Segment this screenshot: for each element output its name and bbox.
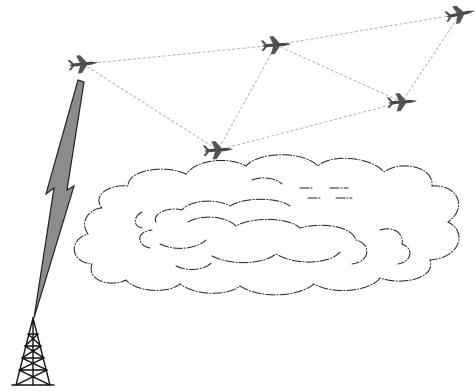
- aircraft-icon: [443, 2, 475, 26]
- cloud-icon: [74, 155, 459, 295]
- aircraft-icon: [67, 53, 99, 74]
- link-2-5: [276, 45, 402, 102]
- radio-tower-icon: [12, 318, 54, 385]
- link-3-5: [402, 14, 460, 102]
- link-2-3: [276, 14, 460, 45]
- lightning-bolt-icon: [34, 80, 84, 318]
- link-1-2: [83, 45, 276, 64]
- link-4-5: [218, 102, 402, 150]
- link-2-4: [218, 45, 276, 150]
- aircraft-icon: [260, 35, 291, 55]
- aircraft-links: [83, 14, 460, 150]
- link-1-4: [83, 64, 218, 150]
- aircraft-icon: [386, 92, 417, 112]
